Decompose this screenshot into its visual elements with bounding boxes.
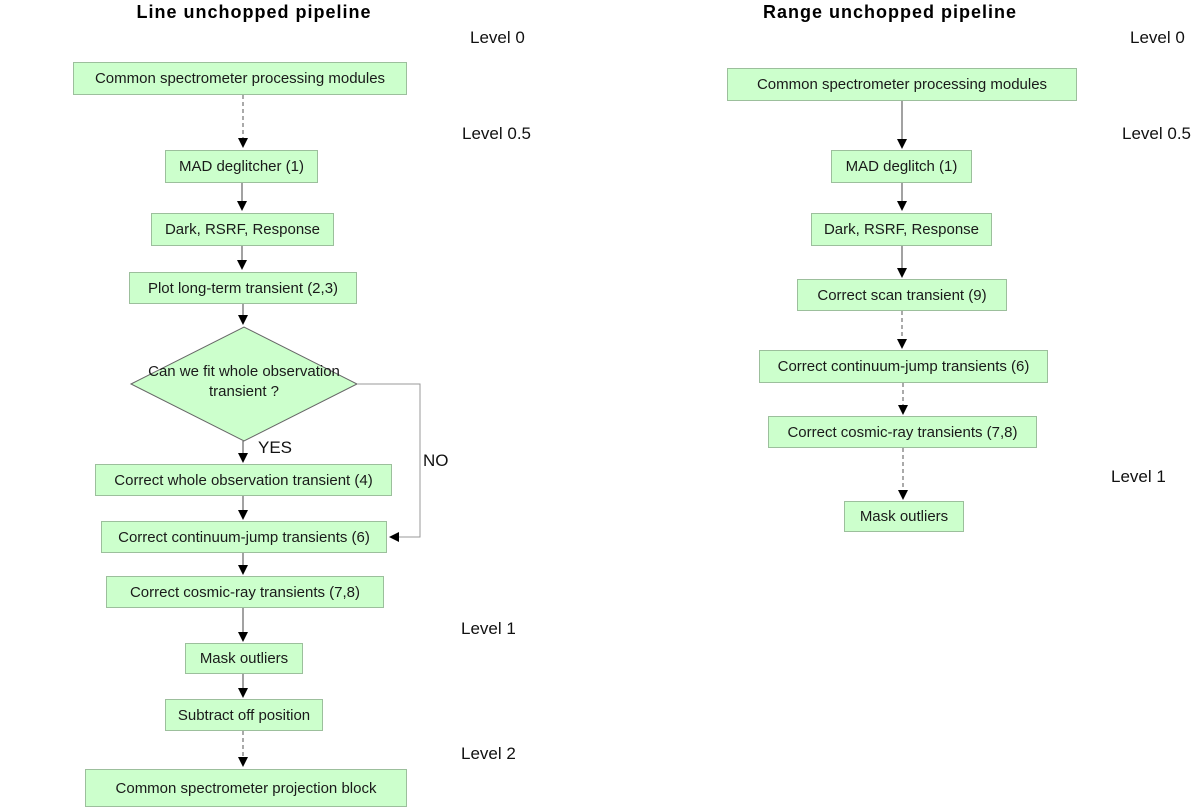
flow-arrow-no (357, 383, 421, 542)
left-node-correct-continuum-jump: Correct continuum-jump transients (6) (101, 521, 387, 553)
left-decision-label: Can we fit whole observation transient ? (148, 363, 340, 401)
left-pipeline-title: Line unchopped pipeline (136, 2, 372, 22)
left-node-common-processing: Common spectrometer processing modules (73, 62, 407, 95)
left-node-dark-rsrf-response: Dark, RSRF, Response (151, 213, 334, 246)
right-node-mask-outliers: Mask outliers (844, 501, 964, 532)
left-node-correct-whole-observation: Correct whole observation transient (4) (95, 464, 392, 496)
right-level-1-label: Level 1 (1111, 467, 1166, 486)
right-node-correct-continuum-jump: Correct continuum-jump transients (6) (759, 350, 1048, 383)
right-pipeline-title: Range unchopped pipeline (762, 2, 1017, 22)
left-node-correct-cosmic-ray: Correct cosmic-ray transients (7,8) (106, 576, 384, 608)
left-level-0-5-label: Level 0.5 (462, 124, 531, 143)
right-node-dark-rsrf-response: Dark, RSRF, Response (811, 213, 992, 246)
left-level-1-label: Level 1 (461, 619, 516, 638)
right-node-correct-cosmic-ray: Correct cosmic-ray transients (7,8) (768, 416, 1037, 448)
yes-label: YES (258, 438, 293, 457)
left-level-0-label: Level 0 (470, 28, 525, 47)
left-node-subtract-off-position: Subtract off position (165, 699, 323, 731)
left-node-plot-long-term-transient: Plot long-term transient (2,3) (129, 272, 357, 304)
right-node-correct-scan-transient: Correct scan transient (9) (797, 279, 1007, 311)
left-node-mask-outliers: Mask outliers (185, 643, 303, 674)
no-label: NO (423, 451, 449, 470)
right-node-common-processing: Common spectrometer processing modules (727, 68, 1077, 101)
right-level-0-label: Level 0 (1130, 28, 1185, 47)
left-node-mad-deglitcher: MAD deglitcher (1) (165, 150, 318, 183)
right-level-0-5-label: Level 0.5 (1122, 124, 1191, 143)
left-level-2-label: Level 2 (461, 744, 516, 763)
left-node-common-projection-block: Common spectrometer projection block (85, 769, 407, 807)
right-node-mad-deglitch: MAD deglitch (1) (831, 150, 972, 183)
